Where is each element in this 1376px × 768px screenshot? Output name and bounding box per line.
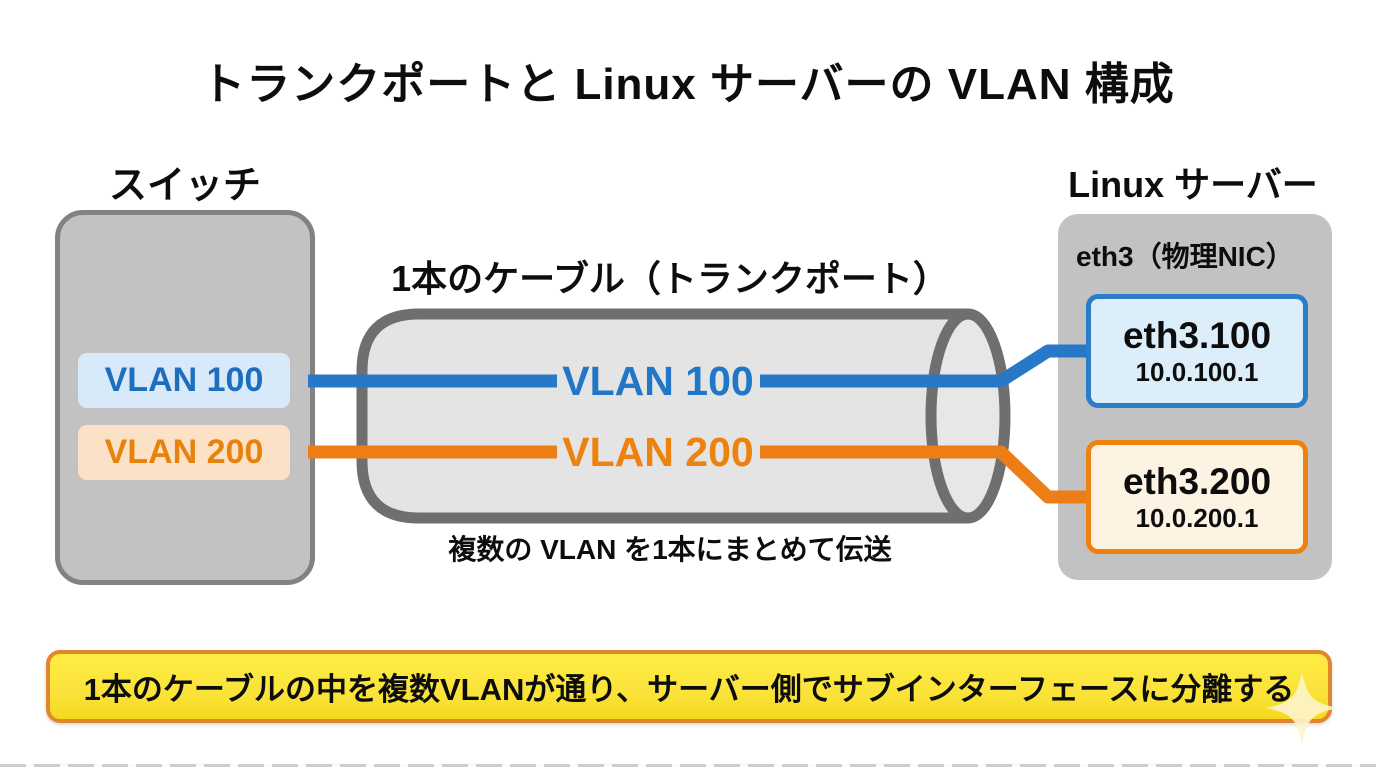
nic-label: eth3（物理NIC） bbox=[1076, 241, 1294, 272]
subinterface-ip: 10.0.200.1 bbox=[1135, 503, 1259, 533]
vlan200-line bbox=[308, 445, 1096, 504]
switch-vlan200-badge: VLAN 200 bbox=[78, 425, 290, 480]
subinterface-name: eth3.200 bbox=[1122, 461, 1272, 502]
trunk-cable-label: 1本のケーブル（トランクポート） bbox=[391, 258, 949, 299]
vlan100-line bbox=[308, 344, 1096, 388]
subinterface-ip: 10.0.100.1 bbox=[1135, 357, 1259, 387]
subinterface-name: eth3.100 bbox=[1122, 315, 1272, 356]
server-label: Linux サーバー bbox=[1068, 164, 1318, 205]
eth3-200-card: eth3.200 10.0.200.1 bbox=[1086, 440, 1308, 554]
eth3-100-card: eth3.100 10.0.100.1 bbox=[1086, 294, 1308, 408]
summary-banner-text: 1本のケーブルの中を複数VLANが通り、サーバー側でサブインターフェースに分離す… bbox=[83, 672, 1295, 707]
summary-banner: 1本のケーブルの中を複数VLANが通り、サーバー側でサブインターフェースに分離す… bbox=[46, 650, 1332, 723]
tube-body bbox=[356, 308, 974, 524]
cable-caption: 複数の VLAN を1本にまとめて伝送 bbox=[448, 534, 892, 565]
switch-label: スイッチ bbox=[108, 165, 261, 207]
tube-cap bbox=[925, 308, 1011, 524]
bottom-edge-line bbox=[0, 764, 1376, 767]
cable-vlan100-label: VLAN 100 bbox=[562, 358, 754, 404]
switch-vlan100-badge: VLAN 100 bbox=[78, 353, 290, 408]
page-title: トランクポートと Linux サーバーの VLAN 構成 bbox=[201, 60, 1175, 109]
cable-vlan200-label: VLAN 200 bbox=[562, 429, 754, 475]
